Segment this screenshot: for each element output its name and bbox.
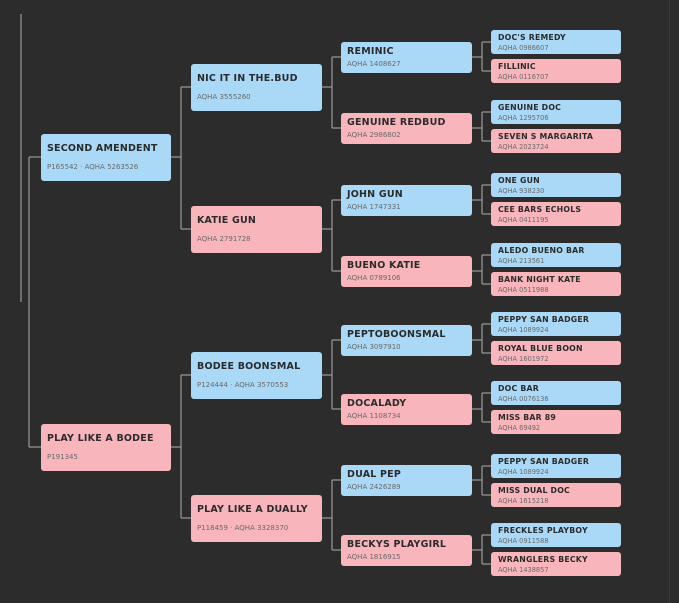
- horse-name: DOC'S REMEDY: [498, 32, 566, 42]
- horse-name: FILLINIC: [498, 61, 536, 71]
- registration-number: AQHA 69492: [498, 423, 541, 432]
- registration-number: AQHA 1089924: [498, 467, 549, 476]
- horse-card-genuine-redbud-gen3-1[interactable]: GENUINE REDBUD AQHA 2986802: [341, 112, 472, 144]
- registration-number: AQHA 2023724: [498, 142, 549, 151]
- horse-name: BECKYS PLAYGIRL: [347, 539, 447, 550]
- registration-number: AQHA 2791728: [197, 235, 251, 243]
- horse-card-peptoboonsmal-gen3-4[interactable]: PEPTOBOONSMAL AQHA 3097910: [341, 324, 472, 356]
- registration-number: AQHA 0986607: [498, 43, 549, 52]
- horse-name: SEVEN S MARGARITA: [498, 131, 594, 141]
- registration-number: AQHA 0411195: [498, 215, 549, 224]
- horse-card-reminic-gen3-0[interactable]: REMINIC AQHA 1408627: [341, 41, 472, 73]
- horse-card-play-like-a-bodee-gen1-1[interactable]: PLAY LIKE A BODEE P191345: [41, 423, 171, 471]
- horse-name: ONE GUN: [498, 175, 540, 185]
- horse-card-john-gun-gen3-2[interactable]: JOHN GUN AQHA 1747331: [341, 184, 472, 216]
- horse-name: MISS BAR 89: [498, 412, 557, 422]
- horse-name: BODEE BOONSMAL: [197, 361, 301, 372]
- registration-number: AQHA 1089924: [498, 325, 549, 334]
- horse-name: BUENO KATIE: [347, 260, 421, 271]
- registration-number: P118459 · AQHA 3328370: [197, 524, 289, 532]
- registration-number: AQHA 2986802: [347, 131, 401, 139]
- horse-card-dual-pep-gen3-6[interactable]: DUAL PEP AQHA 2426289: [341, 464, 472, 496]
- horse-card-beckys-playgirl-gen3-7[interactable]: BECKYS PLAYGIRL AQHA 1816915: [341, 534, 472, 566]
- horse-name: GENUINE REDBUD: [347, 117, 446, 128]
- registration-number: AQHA 213561: [498, 256, 545, 265]
- horse-name: CEE BARS ECHOLS: [498, 204, 582, 214]
- registration-number: AQHA 1438857: [498, 565, 549, 574]
- horse-card-play-like-a-dually-gen2-3[interactable]: PLAY LIKE A DUALLY P118459 · AQHA 3328370: [191, 494, 322, 542]
- horse-name: JOHN GUN: [347, 189, 403, 200]
- horse-name: FRECKLES PLAYBOY: [498, 525, 588, 535]
- horse-card-katie-gun-gen2-1[interactable]: KATIE GUN AQHA 2791728: [191, 205, 322, 253]
- registration-number: AQHA 3555260: [197, 93, 251, 101]
- horse-card-second-amendent-gen1-0[interactable]: SECOND AMENDENT P165542 · AQHA 5263526: [41, 133, 171, 181]
- horse-name: KATIE GUN: [197, 215, 257, 226]
- horse-name: PLAY LIKE A DUALLY: [197, 504, 308, 515]
- horse-name: PEPPY SAN BADGER: [498, 456, 590, 466]
- registration-number: AQHA 1816915: [347, 553, 401, 561]
- registration-number: AQHA 0911588: [498, 536, 549, 545]
- registration-number: P165542 · AQHA 5263526: [47, 163, 139, 171]
- horse-name: DOC BAR: [498, 383, 539, 393]
- horse-name: PLAY LIKE A BODEE: [47, 433, 154, 444]
- registration-number: AQHA 0116707: [498, 72, 549, 81]
- horse-name: MISS DUAL DOC: [498, 485, 570, 495]
- registration-number: AQHA 2426289: [347, 483, 401, 491]
- horse-name: BANK NIGHT KATE: [498, 274, 581, 284]
- registration-number: AQHA 0511988: [498, 285, 549, 294]
- horse-name: ALEDO BUENO BAR: [498, 245, 585, 255]
- horse-name: ROYAL BLUE BOON: [498, 343, 583, 353]
- frame-edge-right: [669, 0, 670, 603]
- horse-name: WRANGLERS BECKY: [498, 554, 588, 564]
- registration-number: AQHA 1408627: [347, 60, 401, 68]
- horse-card-bueno-katie-gen3-3[interactable]: BUENO KATIE AQHA 0789106: [341, 255, 472, 287]
- registration-number: P124444 · AQHA 3570553: [197, 381, 289, 389]
- horse-name: DUAL PEP: [347, 469, 402, 480]
- horse-card-nic-it-in-the-bud-gen2-0[interactable]: NIC IT IN THE.BUD AQHA 3555260: [191, 63, 322, 111]
- registration-number: AQHA 3097910: [347, 343, 401, 351]
- horse-name: REMINIC: [347, 46, 394, 57]
- registration-number: AQHA 1108734: [347, 412, 401, 420]
- horse-name: NIC IT IN THE.BUD: [197, 73, 298, 84]
- registration-number: AQHA 1601972: [498, 354, 549, 363]
- horse-card-docalady-gen3-5[interactable]: DOCALADY AQHA 1108734: [341, 393, 472, 425]
- registration-number: AQHA 0076136: [498, 394, 549, 403]
- registration-number: AQHA 1615218: [498, 496, 549, 505]
- horse-name: PEPTOBOONSMAL: [347, 329, 446, 340]
- horse-name: PEPPY SAN BADGER: [498, 314, 590, 324]
- horse-name: DOCALADY: [347, 398, 407, 409]
- registration-number: AQHA 1747331: [347, 203, 401, 211]
- horse-card-bodee-boonsmal-gen2-2[interactable]: BODEE BOONSMAL P124444 · AQHA 3570553: [191, 351, 322, 399]
- registration-number: AQHA 0789106: [347, 274, 401, 282]
- registration-number: AQHA 938230: [498, 186, 545, 195]
- horse-name: SECOND AMENDENT: [47, 143, 158, 154]
- horse-name: GENUINE DOC: [498, 102, 562, 112]
- registration-number: AQHA 1295706: [498, 113, 549, 122]
- registration-number: P191345: [47, 453, 78, 461]
